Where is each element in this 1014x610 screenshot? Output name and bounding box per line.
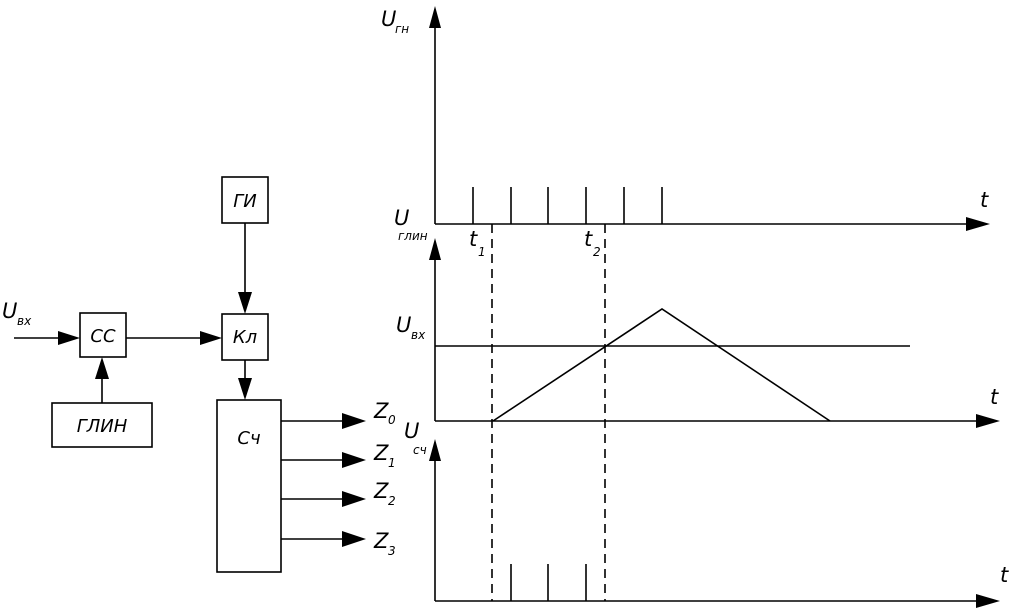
x-axis-arrowhead xyxy=(976,414,1000,428)
threshold-label-sub: вх xyxy=(411,328,426,342)
y-axis-label: U xyxy=(381,7,396,31)
marker-t2-sub: 2 xyxy=(593,245,601,259)
output-label-sub: 1 xyxy=(388,456,396,470)
x-axis-label: t xyxy=(990,385,999,409)
graph-u-glin: U глин t U вх xyxy=(394,206,1000,428)
output-z1: Z 1 xyxy=(281,441,396,470)
x-axis-label: t xyxy=(980,188,989,212)
block-glin-label: ГЛИН xyxy=(77,416,128,437)
output-label-sub: 3 xyxy=(388,544,396,558)
timing-diagram: U гн t t 1 t 2 U глин t U xyxy=(381,6,1009,608)
y-axis-arrowhead xyxy=(429,238,441,260)
block-sch-label: Сч xyxy=(237,428,260,449)
block-ss xyxy=(79,312,127,358)
block-sch xyxy=(216,399,282,573)
output-z3: Z 3 xyxy=(281,529,396,558)
marker-t1-sub: 1 xyxy=(478,245,486,259)
output-arrowhead xyxy=(342,452,366,468)
counted-pulses xyxy=(510,564,587,601)
x-axis-arrowhead xyxy=(976,594,1000,608)
block-gi-label: ГИ xyxy=(233,191,257,212)
y-axis-arrowhead xyxy=(429,439,441,461)
output-z2: Z 2 xyxy=(281,479,396,508)
marker-t2-label: t xyxy=(584,227,593,251)
glin-to-ss-arrowhead xyxy=(95,357,109,379)
y-axis-label: U xyxy=(394,206,409,230)
threshold-label: U xyxy=(396,313,411,337)
graph-u-gn: U гн t t 1 t 2 xyxy=(381,6,990,259)
kl-to-sch-arrowhead xyxy=(238,378,252,400)
output-arrowhead xyxy=(342,413,366,429)
block-diagram: U вх СС ГЛИН ГИ Кл Сч Z 0 xyxy=(2,176,396,573)
y-axis-arrowhead xyxy=(429,6,441,28)
output-z0: Z 0 xyxy=(281,399,396,429)
gi-to-kl-arrowhead xyxy=(238,292,252,314)
block-ss-label: СС xyxy=(90,326,116,347)
output-arrowhead xyxy=(342,491,366,507)
input-label: U xyxy=(2,299,17,323)
output-arrowhead xyxy=(342,531,366,547)
x-axis-arrowhead xyxy=(966,217,990,231)
output-label: Z xyxy=(373,399,389,423)
graph-u-sch: U сч t xyxy=(404,419,1009,608)
output-label: Z xyxy=(373,479,389,503)
x-axis-label: t xyxy=(1000,563,1009,587)
y-axis-label-sub: сч xyxy=(413,443,427,457)
y-axis-label-sub: глин xyxy=(398,229,428,243)
input-label-sub: вх xyxy=(17,314,32,328)
input-arrowhead xyxy=(58,331,80,345)
ramp-signal xyxy=(492,308,831,422)
output-label: Z xyxy=(373,529,389,553)
output-label: Z xyxy=(373,441,389,465)
marker-t1-label: t xyxy=(469,227,478,251)
block-kl-label: Кл xyxy=(233,327,257,348)
y-axis-label: U xyxy=(404,419,419,443)
ss-to-kl-arrowhead xyxy=(200,331,222,345)
y-axis-label-sub: гн xyxy=(395,22,409,36)
output-label-sub: 2 xyxy=(388,494,396,508)
output-label-sub: 0 xyxy=(388,413,396,427)
pulse-train xyxy=(472,187,663,224)
